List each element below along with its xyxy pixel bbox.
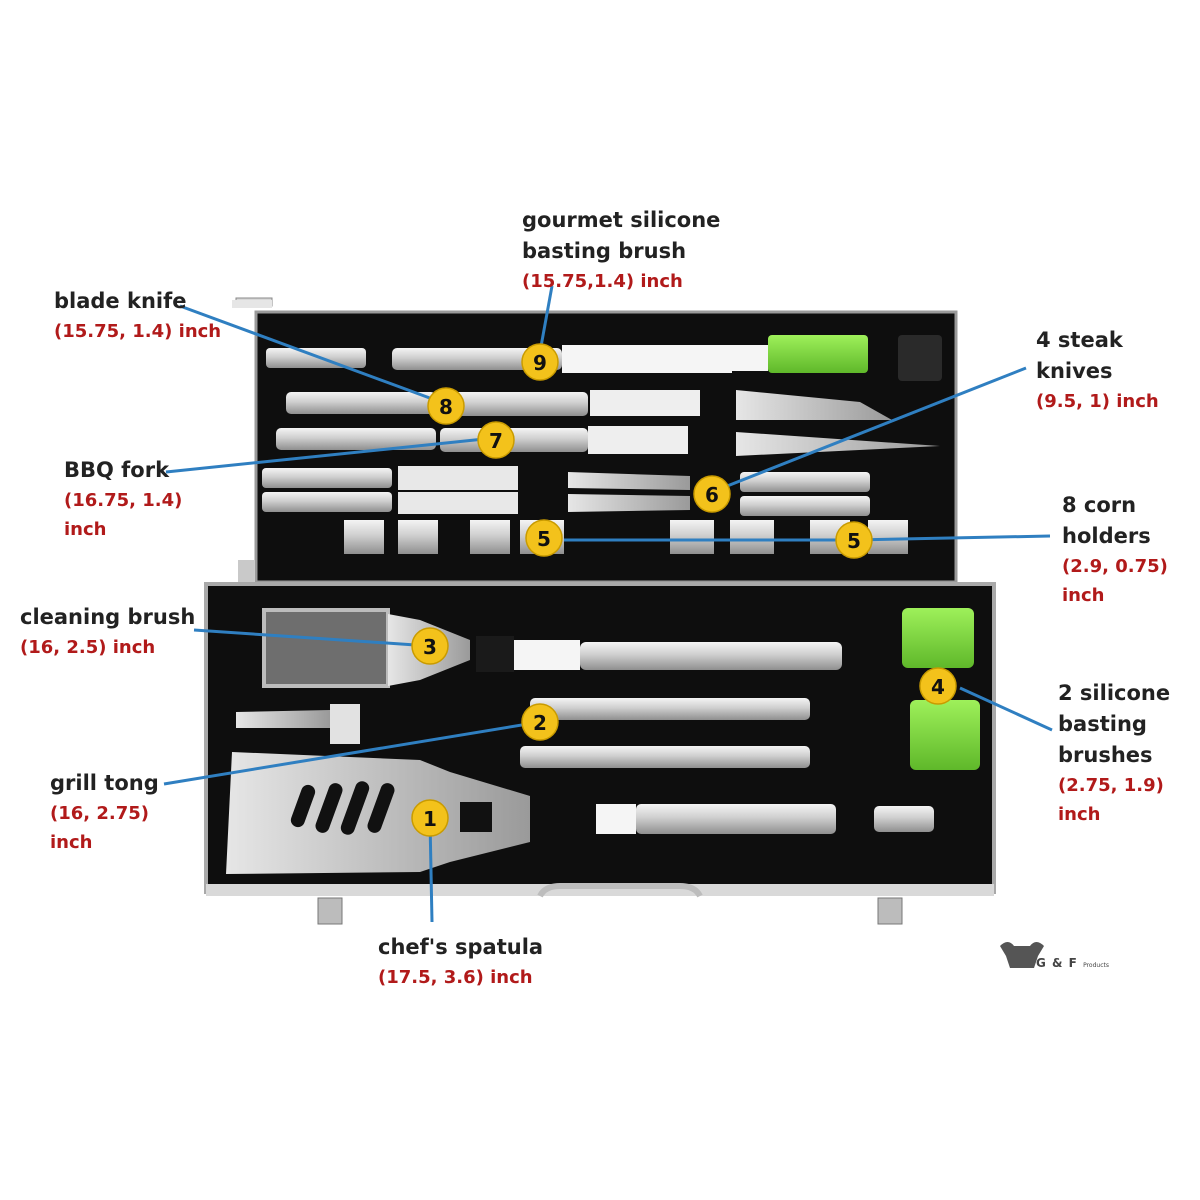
silicone-brushes-name-3: brushes: [1058, 743, 1153, 767]
label-chefs-spatula: chef's spatula (17.5, 3.6) inch: [378, 932, 543, 992]
corn-holders-dims-unit: inch: [1062, 585, 1105, 606]
steak-knives-name-2: knives: [1036, 359, 1113, 383]
marker-8-label: 8: [439, 395, 453, 419]
silicone-brushes-name-1: 2 silicone: [1058, 681, 1171, 705]
marker-6-label: 6: [705, 483, 719, 507]
brand-logo-subtext: Products: [1083, 962, 1109, 969]
label-gourmet-brush: gourmet silicone basting brush (15.75,1.…: [522, 205, 720, 296]
marker-9: [521, 343, 559, 381]
grill-tong-name: grill tong: [50, 771, 159, 795]
chefs-spatula-dims: (17.5, 3.6) inch: [378, 967, 533, 988]
marker-1-label: 1: [423, 807, 437, 831]
gourmet-brush-name-2: basting brush: [522, 239, 687, 263]
marker-4-label: 4: [931, 675, 945, 699]
steak-knives: [262, 466, 870, 516]
marker-1: [411, 799, 449, 837]
blade-knife-name: blade knife: [54, 289, 187, 313]
bbq-fork-name: BBQ fork: [64, 458, 170, 482]
chefs-spatula: [226, 752, 934, 874]
brand-logo: G & F Products: [1036, 956, 1109, 970]
marker-9-label: 9: [533, 351, 547, 375]
label-blade-knife: blade knife (15.75, 1.4) inch: [54, 286, 221, 346]
silicone-brushes-name-2: basting: [1058, 712, 1147, 736]
brand-logo-text: G & F: [1036, 956, 1078, 970]
marker-6: [693, 475, 731, 513]
marker-5b: [835, 521, 873, 559]
label-silicone-brushes: 2 silicone basting brushes (2.75, 1.9) i…: [1058, 678, 1170, 829]
label-grill-tong: grill tong (16, 2.75) inch: [50, 768, 159, 857]
grill-tong-dims-unit: inch: [50, 832, 93, 853]
grill-tong-dims: (16, 2.75): [50, 803, 150, 824]
number-markers: 1 2 3 4 5 5 6 7 8 9: [411, 343, 957, 837]
marker-5a: [525, 519, 563, 557]
corn-holders-name-2: holders: [1062, 524, 1151, 548]
marker-2-label: 2: [533, 711, 547, 735]
silicone-brushes-dims: (2.75, 1.9): [1058, 775, 1164, 796]
bbq-fork-dims: (16.75, 1.4): [64, 490, 183, 511]
gourmet-brush-name-1: gourmet silicone: [522, 208, 721, 232]
bbq-fork-dims-unit: inch: [64, 519, 107, 540]
logo-bull-icon: [1000, 942, 1044, 968]
blade-knife: [286, 390, 892, 420]
marker-5b-label: 5: [847, 529, 861, 553]
marker-8: [427, 387, 465, 425]
marker-3: [411, 627, 449, 665]
gourmet-brush: [266, 335, 942, 381]
gourmet-brush-dims: (15.75,1.4) inch: [522, 271, 683, 292]
marker-4: [919, 667, 957, 705]
label-steak-knives: 4 steak knives (9.5, 1) inch: [1036, 325, 1159, 416]
silicone-brushes: [902, 608, 980, 770]
leader-lines: [163, 285, 1053, 923]
silicone-brushes-dims-unit: inch: [1058, 804, 1101, 825]
marker-5a-label: 5: [537, 527, 551, 551]
corn-holders-dims: (2.9, 0.75): [1062, 556, 1168, 577]
corn-holders-name-1: 8 corn: [1062, 493, 1137, 517]
label-bbq-fork: BBQ fork (16.75, 1.4) inch: [64, 455, 182, 544]
marker-2: [521, 703, 559, 741]
steak-knives-dims: (9.5, 1) inch: [1036, 391, 1159, 412]
marker-7-label: 7: [489, 429, 503, 453]
marker-7: [477, 421, 515, 459]
cleaning-brush-name: cleaning brush: [20, 605, 196, 629]
label-cleaning-brush: cleaning brush (16, 2.5) inch: [20, 602, 195, 662]
steak-knives-name-1: 4 steak: [1036, 328, 1123, 352]
marker-3-label: 3: [423, 635, 437, 659]
cleaning-brush-dims: (16, 2.5) inch: [20, 637, 156, 658]
grill-tong: [236, 698, 810, 768]
blade-knife-dims: (15.75, 1.4) inch: [54, 321, 222, 342]
chefs-spatula-name: chef's spatula: [378, 935, 544, 959]
label-corn-holders: 8 corn holders (2.9, 0.75) inch: [1062, 490, 1168, 610]
